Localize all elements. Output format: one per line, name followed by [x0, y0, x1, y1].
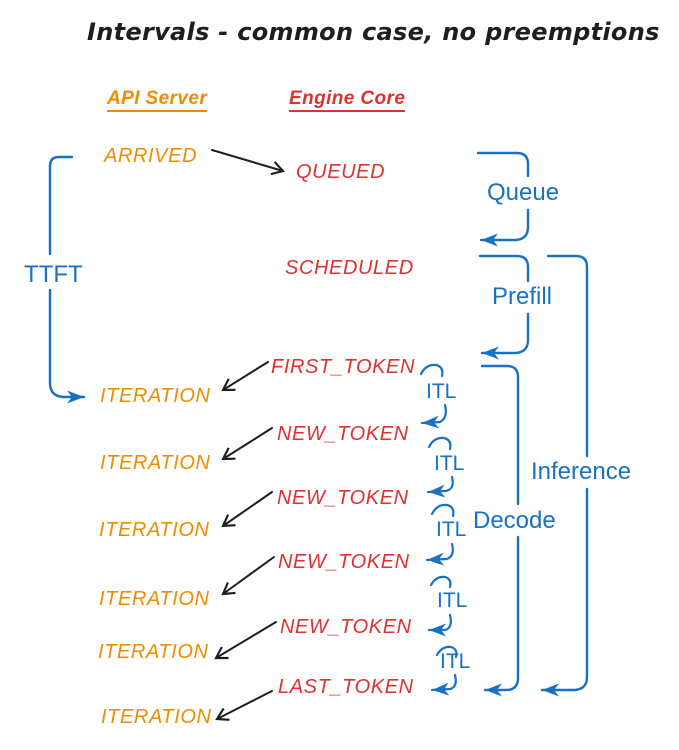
interval-label-itl-4: ITL: [437, 589, 468, 612]
arrow-last-token-to-iteration: [215, 690, 273, 721]
interval-label-itl-1: ITL: [426, 380, 457, 403]
decode-bracket-top: [480, 364, 520, 506]
itl-4-arrow: [427, 613, 452, 637]
arrow-new-token-4-to-iteration: [214, 621, 277, 660]
itl-1-curl: [419, 363, 444, 378]
event-iteration-6: ITERATION: [101, 706, 212, 728]
interval-label-queue: Queue: [487, 179, 560, 206]
event-scheduled: SCHEDULED: [285, 257, 414, 279]
prefill-bracket-arrow: [480, 312, 530, 360]
prefill-bracket-top: [478, 254, 530, 283]
inference-bracket-arrow: [540, 487, 589, 697]
event-iteration-2: ITERATION: [100, 452, 211, 474]
itl-2-arrow: [426, 475, 454, 498]
event-queued: QUEUED: [296, 161, 386, 183]
event-new-token-2: NEW_TOKEN: [277, 487, 409, 509]
interval-label-itl-5: ITL: [440, 650, 471, 673]
event-new-token-4: NEW_TOKEN: [280, 616, 412, 638]
inference-bracket-top: [546, 254, 589, 458]
arrow-new-token-3-to-iteration: [221, 556, 275, 596]
itl-4-curl: [429, 575, 452, 589]
event-iteration-1: ITERATION: [100, 385, 211, 407]
interval-label-decode: Decode: [473, 507, 556, 534]
api-server-header: API Server: [107, 89, 208, 112]
interval-label-itl-2: ITL: [434, 452, 465, 475]
diagram-title: Intervals - common case, no preemptions: [87, 18, 660, 46]
ttft-bracket-arrow: [48, 288, 86, 404]
interval-label-ttft: TTFT: [24, 261, 83, 288]
interval-label-prefill: Prefill: [492, 283, 553, 310]
ttft-bracket-top: [48, 155, 74, 256]
event-iteration-3: ITERATION: [99, 519, 210, 541]
itl-1-arrow: [420, 403, 447, 429]
event-new-token-3: NEW_TOKEN: [278, 551, 410, 573]
itl-3-arrow: [425, 542, 454, 566]
arrow-new-token-1-to-iteration: [221, 427, 273, 461]
arrow-new-token-2-to-iteration: [221, 491, 273, 528]
itl-2-curl: [427, 436, 452, 451]
itl-5-arrow: [430, 673, 457, 696]
event-last-token: LAST_TOKEN: [278, 676, 414, 698]
event-iteration-4: ITERATION: [99, 588, 210, 610]
queue-bracket-arrow: [479, 208, 530, 247]
engine-core-header: Engine Core: [289, 89, 406, 112]
interval-label-itl-3: ITL: [436, 518, 467, 541]
event-iteration-5: ITERATION: [98, 641, 209, 663]
event-first-token: FIRST_TOKEN: [271, 356, 416, 378]
decode-bracket-arrow: [483, 535, 520, 697]
arrow-arrived-to-queued: [211, 149, 285, 176]
event-new-token-1: NEW_TOKEN: [277, 423, 409, 445]
itl-5-curl: [435, 645, 458, 659]
event-arrived: ARRIVED: [104, 145, 198, 167]
itl-3-curl: [430, 503, 455, 518]
arrow-first-token-to-iteration: [221, 361, 269, 392]
queue-bracket-top: [476, 151, 530, 178]
interval-label-inference: Inference: [531, 458, 632, 485]
